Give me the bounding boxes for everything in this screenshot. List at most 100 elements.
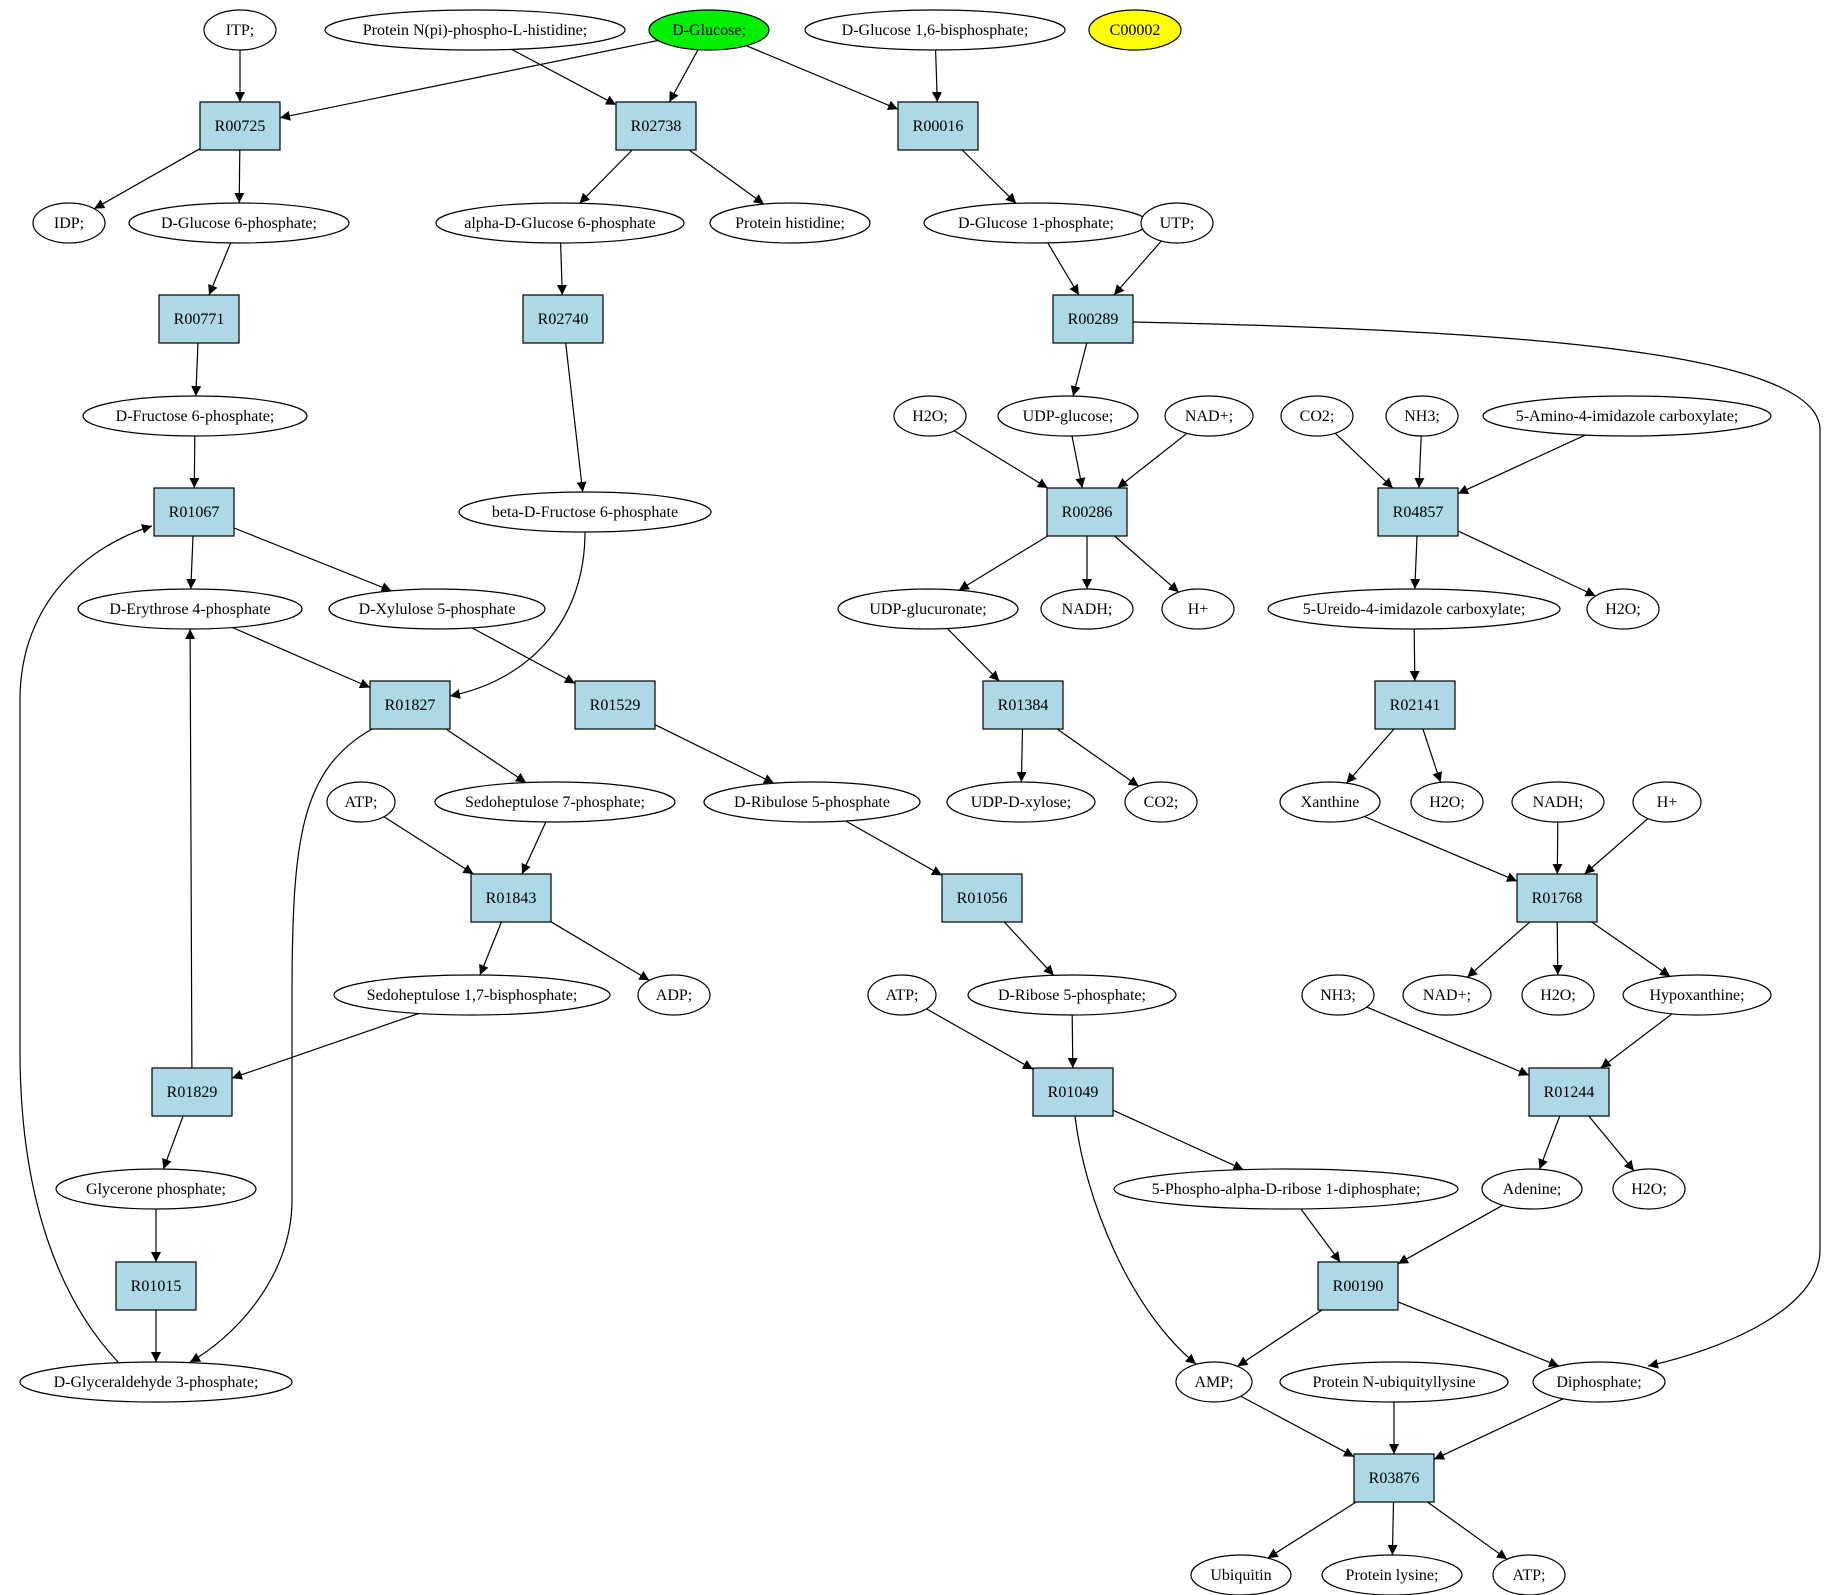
node-label: R02141 xyxy=(1390,697,1441,714)
compound-node-drib5p[interactable]: D-Ribose 5-phosphate; xyxy=(967,974,1177,1016)
compound-node-h2o-d[interactable]: H2O; xyxy=(1521,974,1595,1016)
compound-node-udpxyl[interactable]: UDP-D-xylose; xyxy=(946,781,1096,823)
compound-node-adglc6p[interactable]: alpha-D-Glucose 6-phosphate xyxy=(435,202,685,244)
compound-node-adenine[interactable]: Adenine; xyxy=(1481,1168,1583,1210)
reaction-node-r03876[interactable]: R03876 xyxy=(1353,1453,1435,1503)
reaction-node-r01067[interactable]: R01067 xyxy=(153,487,235,537)
reaction-node-r00725[interactable]: R00725 xyxy=(199,101,281,151)
compound-ellipse xyxy=(1511,781,1605,823)
compound-node-co2-a[interactable]: CO2; xyxy=(1280,395,1354,437)
compound-node-h2o-e[interactable]: H2O; xyxy=(1612,1168,1686,1210)
compound-ellipse xyxy=(1040,588,1134,630)
compound-ellipse xyxy=(324,9,626,51)
compound-ellipse xyxy=(435,202,685,244)
compound-node-atp-a[interactable]: ATP; xyxy=(326,781,396,823)
compound-node-nadh-a[interactable]: NADH; xyxy=(1040,588,1134,630)
node-label: Adenine; xyxy=(1503,1181,1562,1198)
reaction-node-r01768[interactable]: R01768 xyxy=(1516,873,1598,923)
reaction-node-r00286[interactable]: R00286 xyxy=(1046,487,1128,537)
node-label: UTP; xyxy=(1160,215,1195,232)
edge-r00286-to-hplus-a xyxy=(1114,535,1180,593)
reaction-box xyxy=(982,680,1064,730)
compound-node-bdfru6p[interactable]: beta-D-Fructose 6-phosphate xyxy=(458,491,712,533)
compound-node-co2-b[interactable]: CO2; xyxy=(1124,781,1198,823)
reaction-node-r01244[interactable]: R01244 xyxy=(1528,1067,1610,1117)
compound-node-idp[interactable]: IDP; xyxy=(32,202,106,244)
compound-node-dery4p[interactable]: D-Erythrose 4-phosphate xyxy=(77,588,303,630)
node-label: alpha-D-Glucose 6-phosphate xyxy=(464,215,656,232)
compound-node-dribu5p[interactable]: D-Ribulose 5-phosphate xyxy=(703,781,921,823)
reaction-node-r01829[interactable]: R01829 xyxy=(151,1067,233,1117)
reaction-node-r00016[interactable]: R00016 xyxy=(897,101,979,151)
node-label: UDP-D-xylose; xyxy=(971,794,1071,811)
reaction-node-r01056[interactable]: R01056 xyxy=(941,873,1023,923)
compound-node-h2o-a[interactable]: H2O; xyxy=(893,395,967,437)
compound-ellipse xyxy=(997,395,1139,437)
compound-node-utp[interactable]: UTP; xyxy=(1140,202,1214,244)
compound-node-aica[interactable]: 5-Amino-4-imidazole carboxylate; xyxy=(1482,395,1772,437)
compound-ellipse xyxy=(77,588,303,630)
compound-node-udpglcur[interactable]: UDP-glucuronate; xyxy=(837,588,1019,630)
compound-node-xanthine[interactable]: Xanthine xyxy=(1279,781,1381,823)
compound-node-amp[interactable]: AMP; xyxy=(1175,1361,1253,1403)
reaction-node-r00289[interactable]: R00289 xyxy=(1052,294,1134,344)
reaction-node-r01529[interactable]: R01529 xyxy=(574,680,656,730)
compound-node-diphos[interactable]: Diphosphate; xyxy=(1532,1361,1666,1403)
compound-node-h2o-c[interactable]: H2O; xyxy=(1410,781,1484,823)
edge-r01827-to-sedo7p xyxy=(445,728,527,784)
compound-node-prpp[interactable]: 5-Phospho-alpha-D-ribose 1-diphosphate; xyxy=(1113,1168,1459,1210)
compound-node-nh3-b[interactable]: NH3; xyxy=(1301,974,1375,1016)
reaction-node-r02738[interactable]: R02738 xyxy=(615,101,697,151)
reaction-node-r01049[interactable]: R01049 xyxy=(1032,1067,1114,1117)
compound-node-sedo17bp[interactable]: Sedoheptulose 1,7-bisphosphate; xyxy=(333,974,611,1016)
node-label: UDP-glucuronate; xyxy=(869,601,986,618)
compound-ellipse xyxy=(1124,781,1198,823)
compound-ellipse xyxy=(1279,781,1381,823)
reaction-node-r02141[interactable]: R02141 xyxy=(1374,680,1456,730)
reaction-node-r01015[interactable]: R01015 xyxy=(115,1261,197,1311)
compound-node-h2o-b[interactable]: H2O; xyxy=(1586,588,1660,630)
compound-node-glyp[interactable]: Glycerone phosphate; xyxy=(55,1168,257,1210)
compound-node-dglucose[interactable]: D-Glucose; xyxy=(648,9,770,51)
compound-node-protein-his[interactable]: Protein histidine; xyxy=(709,202,871,244)
compound-node-sedo7p[interactable]: Sedoheptulose 7-phosphate; xyxy=(434,781,676,823)
node-label: D-Glucose 6-phosphate; xyxy=(161,215,317,232)
compound-ellipse xyxy=(893,395,967,437)
compound-node-hplus-a[interactable]: H+ xyxy=(1161,588,1235,630)
compound-node-hypox[interactable]: Hypoxanthine; xyxy=(1622,974,1772,1016)
reaction-node-r00771[interactable]: R00771 xyxy=(158,294,240,344)
compound-node-nh3-a[interactable]: NH3; xyxy=(1385,395,1459,437)
compound-node-dxyl5p[interactable]: D-Xylulose 5-phosphate xyxy=(328,588,546,630)
compound-node-hplus-b[interactable]: H+ xyxy=(1632,781,1702,823)
compound-node-protein-npi[interactable]: Protein N(pi)-phospho-L-histidine; xyxy=(324,9,626,51)
compound-node-atp-c[interactable]: ATP; xyxy=(1492,1554,1566,1595)
compound-node-nadh-b[interactable]: NADH; xyxy=(1511,781,1605,823)
compound-node-uica[interactable]: 5-Ureido-4-imidazole carboxylate; xyxy=(1267,588,1561,630)
compound-node-protein-nub[interactable]: Protein N-ubiquityllysine xyxy=(1279,1361,1509,1403)
compound-node-itp[interactable]: ITP; xyxy=(203,9,277,51)
node-label: R01843 xyxy=(486,890,537,907)
compound-node-adp[interactable]: ADP; xyxy=(637,974,711,1016)
compound-node-ubiquitin[interactable]: Ubiquitin xyxy=(1190,1554,1292,1595)
compound-node-atp-b[interactable]: ATP; xyxy=(867,974,937,1016)
edge-r00190-to-amp xyxy=(1237,1309,1323,1367)
node-label: R00016 xyxy=(913,118,964,135)
compound-node-udpglc[interactable]: UDP-glucose; xyxy=(997,395,1139,437)
reaction-node-r00190[interactable]: R00190 xyxy=(1317,1261,1399,1311)
compound-node-dglc1p[interactable]: D-Glucose 1-phosphate; xyxy=(923,202,1149,244)
reaction-node-r02740[interactable]: R02740 xyxy=(522,294,604,344)
compound-node-dglc6p[interactable]: D-Glucose 6-phosphate; xyxy=(128,202,350,244)
reaction-node-r01843[interactable]: R01843 xyxy=(470,873,552,923)
compound-ellipse xyxy=(1385,395,1459,437)
compound-node-g3p[interactable]: D-Glyceraldehyde 3-phosphate; xyxy=(19,1361,293,1403)
compound-node-dfru6p[interactable]: D-Fructose 6-phosphate; xyxy=(82,395,308,437)
compound-node-dglucose16bp[interactable]: D-Glucose 1,6-bisphosphate; xyxy=(804,9,1066,51)
reaction-node-r01827[interactable]: R01827 xyxy=(369,680,451,730)
reaction-node-r01384[interactable]: R01384 xyxy=(982,680,1064,730)
compound-node-c00002[interactable]: C00002 xyxy=(1088,9,1182,51)
reaction-node-r04857[interactable]: R04857 xyxy=(1377,487,1459,537)
compound-node-nadp-b[interactable]: NAD+; xyxy=(1402,974,1492,1016)
node-label: R01056 xyxy=(957,890,1008,907)
compound-node-protein-lys[interactable]: Protein lysine; xyxy=(1321,1554,1463,1595)
compound-node-nadp-a[interactable]: NAD+; xyxy=(1164,395,1254,437)
